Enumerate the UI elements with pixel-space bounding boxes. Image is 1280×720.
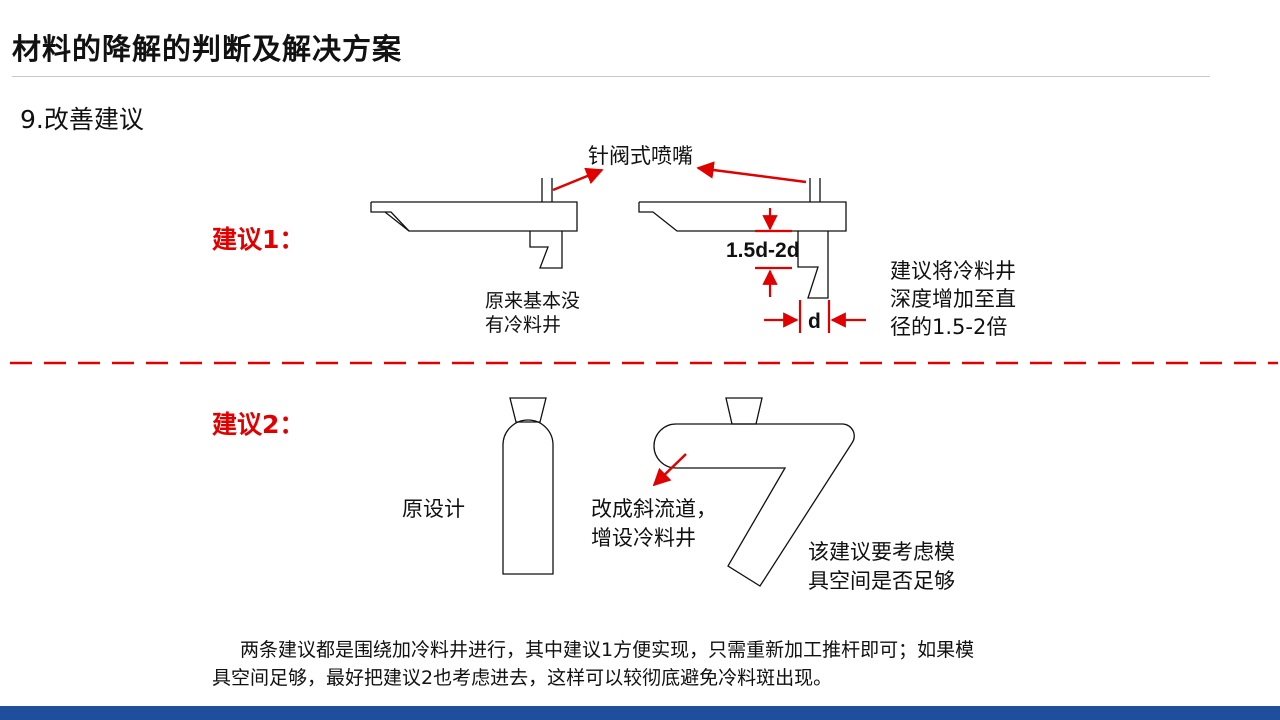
- original-runner-drawing: [370, 178, 578, 269]
- section-heading: 9.改善建议: [20, 105, 144, 134]
- improved-runner-drawing: [638, 178, 847, 299]
- change-note-line1: 改成斜流道，: [591, 497, 717, 521]
- width-dimension: [764, 300, 866, 333]
- nozzle-arrows: [552, 161, 807, 192]
- original-note-line1: 原来基本没: [485, 290, 581, 312]
- page-title: 材料的降解的判断及解决方案: [12, 32, 403, 66]
- cold-slug-arrow: [652, 453, 687, 487]
- width-dimension-label: d: [808, 310, 821, 333]
- change-note-line2: 增设冷料井: [591, 526, 696, 550]
- depth-dimension: [755, 208, 792, 297]
- footer-bar: [0, 706, 1280, 720]
- depth-dimension-label: 1.5d-2d: [726, 239, 800, 262]
- original-note-line2: 有冷料井: [485, 314, 562, 336]
- advice-line3: 径的1.5-2倍: [890, 315, 1008, 339]
- improved-design-drawing: [653, 397, 855, 587]
- suggestion2-label: 建议2：: [212, 410, 305, 439]
- consider-note-line2: 具空间是否足够: [808, 569, 955, 593]
- advice-line2: 深度增加至直: [890, 287, 1016, 311]
- consider-note-line1: 该建议要考虑模: [808, 540, 955, 564]
- summary-paragraph: 两条建议都是围绕加冷料井进行，其中建议1方便实现，只需重新加工推杆即可；如果模 …: [212, 636, 1072, 692]
- summary-line1: 两条建议都是围绕加冷料井进行，其中建议1方便实现，只需重新加工推杆即可；如果模: [240, 639, 975, 661]
- title-divider: [12, 76, 1210, 77]
- suggestion1-label: 建议1：: [212, 225, 305, 254]
- nozzle-label: 针阀式喷嘴: [588, 144, 693, 168]
- original-design-label: 原设计: [402, 497, 465, 521]
- original-design-drawing: [502, 397, 554, 575]
- summary-line2: 具空间足够，最好把建议2也考虑进去，这样可以较彻底避免冷料斑出现。: [212, 667, 833, 689]
- advice-line1: 建议将冷料井: [890, 259, 1016, 283]
